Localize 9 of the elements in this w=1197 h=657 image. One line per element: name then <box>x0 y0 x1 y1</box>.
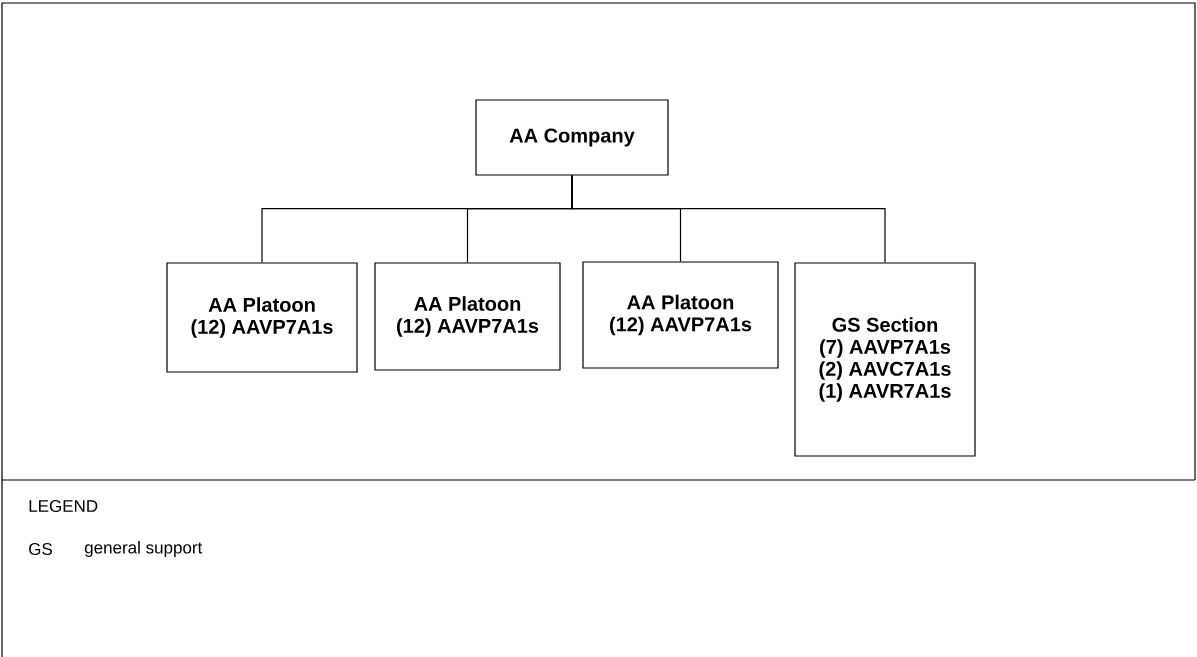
legend-text: LEGEND <box>29 500 98 513</box>
unit-box: AA Company <box>475 99 669 176</box>
unit-box: GS Section (7) AAVP7A1s (2) AAVC7A1s (1) AAVR7A1s <box>794 262 976 457</box>
connector-line <box>571 175 886 263</box>
unit-box: AA Platoon (12) AAVP7A1s <box>582 261 779 369</box>
legend-text: GS <box>29 543 52 556</box>
unit-box: AA Platoon (12) AAVP7A1s <box>374 262 561 371</box>
legend-text: general support <box>84 541 203 557</box>
unit-box: AA Platoon (12) AAVP7A1s <box>166 262 358 373</box>
